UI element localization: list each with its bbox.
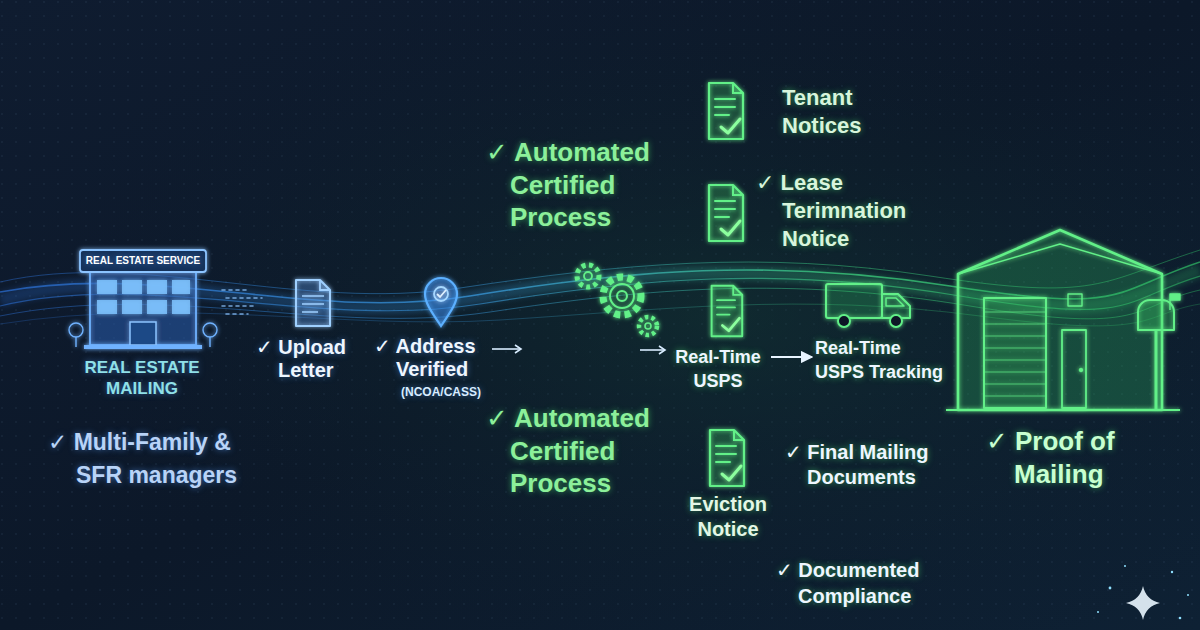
location-pin-icon [425,278,457,326]
result-label: ✓ Proof of Mailing [986,425,1129,491]
output-label: ✓ Documented Compliance [776,557,933,609]
flow-arrow [771,356,812,358]
sparkle [1097,565,1189,620]
document-label: ✓ Lease Terimnation Notice [756,169,922,253]
document-label: Tenant Notices [782,84,892,140]
warehouse-illustration [946,230,1180,410]
audience-label: ✓ Multi-Family & SFR managers [48,426,271,493]
flow-arrow [492,345,665,354]
gears-icon [577,265,657,335]
node-label: Real-Time USPS Tracking [815,336,951,384]
step-label: ✓ Address Verified [374,335,496,381]
sign-text: REAL ESTATE SERVICE [82,255,204,268]
step-node: Real-Time USPS [668,345,768,393]
node-label: Real-Time USPS [668,345,768,393]
building-illustration [69,250,217,349]
flow-dashes [222,290,262,314]
document-label: Eviction Notice [683,492,773,542]
process-label: ✓ Automated Certified Process [486,402,665,500]
output-label: ✓ Final Mailing Documents [785,440,937,490]
brand-label: REAL ESTATE MAILING [72,357,212,400]
document-icon [709,83,744,486]
truck-icon [826,284,910,327]
process-label: ✓ Automated Certified Process [486,136,665,234]
step-node: Real-Time USPS Tracking [815,336,951,384]
step-label: ✓ Upload Letter [256,336,358,382]
upload-document-icon [296,280,330,326]
step-sublabel: (NCOA/CASS) [391,385,491,399]
